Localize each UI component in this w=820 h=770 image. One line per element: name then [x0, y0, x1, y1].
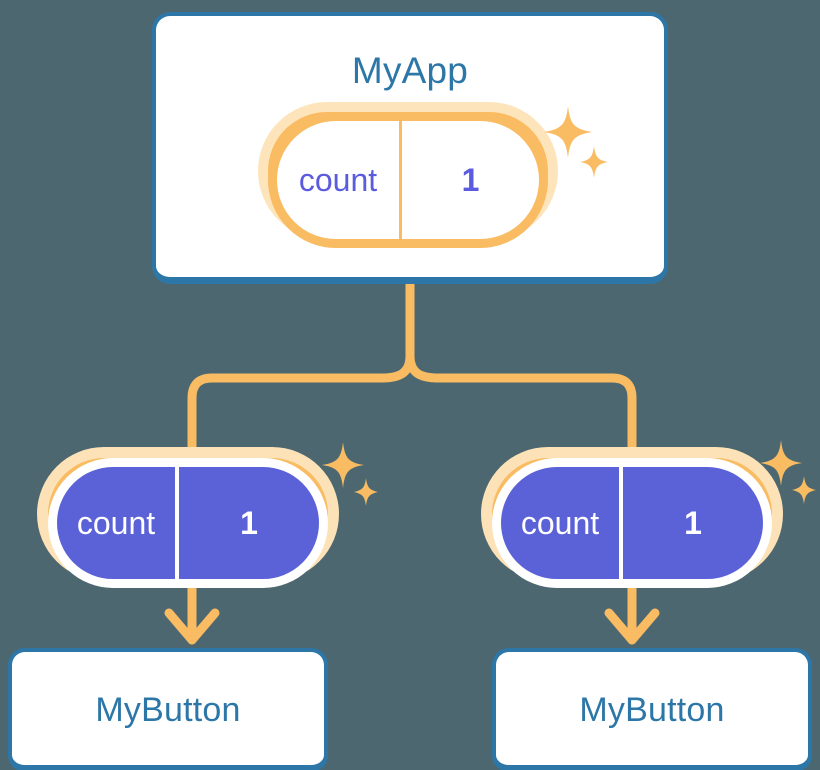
state-pill-root[interactable]: count 1 [258, 102, 558, 248]
node-card-mybutton-left[interactable]: MyButton [8, 648, 328, 770]
branch-line-right [405, 351, 637, 457]
node-label: MyButton [95, 691, 241, 729]
branch-line-left [187, 351, 415, 457]
pill-inner: count 1 [268, 112, 548, 248]
state-key-label: count [520, 504, 600, 541]
pill-inner: count 1 [492, 458, 772, 588]
pill-divider [399, 121, 402, 239]
page-title: MyApp [351, 50, 469, 91]
arrow-down-icon-right [604, 608, 660, 645]
state-value-label: 1 [461, 161, 480, 198]
arrow-down-icon-left [164, 608, 220, 645]
pill-divider [175, 467, 179, 579]
pill-inner: count 1 [48, 458, 328, 588]
state-value-label: 1 [240, 504, 258, 541]
state-key-label: count [298, 161, 378, 198]
state-key-label: count [76, 504, 156, 541]
pill-divider [619, 467, 623, 579]
state-pill-child-right[interactable]: count 1 [481, 447, 783, 588]
state-pill-child-left[interactable]: count 1 [37, 447, 339, 588]
state-value-label: 1 [684, 504, 702, 541]
node-card-mybutton-right[interactable]: MyButton [492, 648, 812, 770]
node-label: MyButton [579, 691, 725, 729]
